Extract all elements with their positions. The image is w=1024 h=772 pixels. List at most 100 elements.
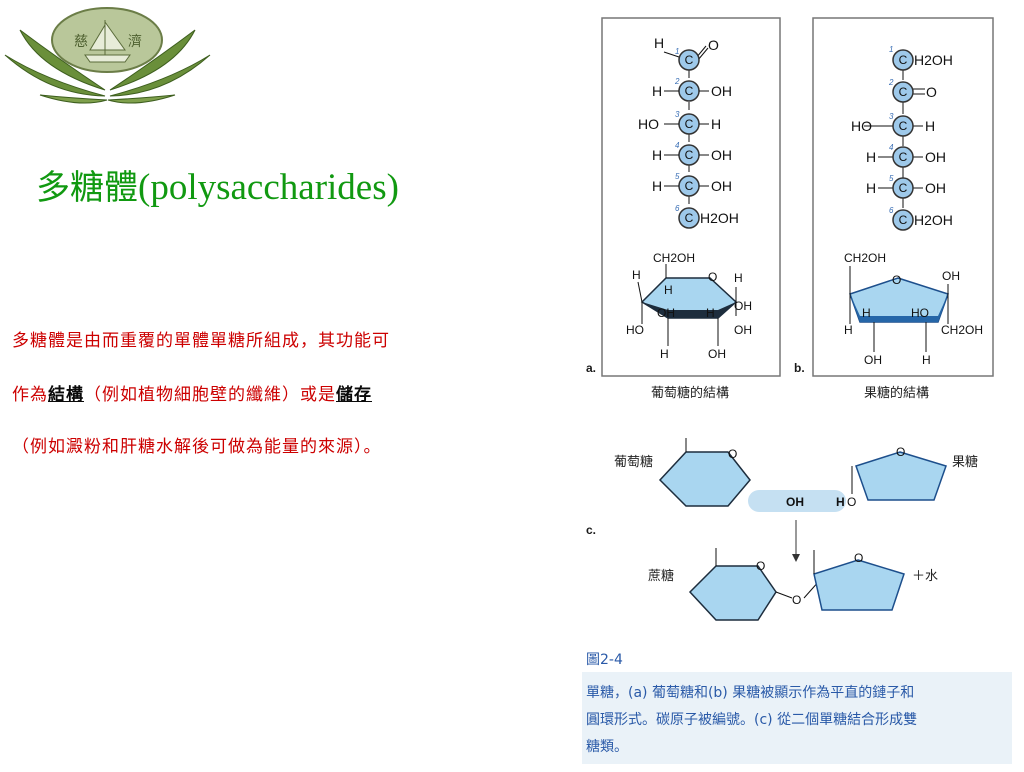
fructose-chain: C C C C C C 1 2 3 4 5 6 H2OH O HO (851, 45, 953, 231)
panel-c-label: c. (586, 523, 596, 537)
glucose-ring-ch2oh: CH2OH (653, 251, 695, 265)
bond-highlight (748, 490, 846, 512)
panel-c-h: H (836, 495, 845, 509)
glucose-ring-oh-bottom: OH (708, 347, 726, 361)
logo-char-left: 慈 (74, 34, 88, 50)
glucose-c5-left: H (652, 178, 662, 194)
glucose-n2: 2 (674, 77, 680, 86)
sucrose-ring-o-right: O (854, 551, 863, 565)
body-line-2-prefix: 作為 (12, 385, 48, 405)
fructose-c1-group: H2OH (914, 52, 953, 68)
glucose-ring-oh-in: OH (657, 306, 675, 320)
glucose-c3: C (685, 117, 694, 131)
fructose-ring-oh-bottom: OH (864, 353, 882, 367)
panel-a-caption: 葡萄糖的結構 (651, 385, 729, 401)
fructose-ring-ch2oh-right: CH2OH (941, 323, 983, 337)
caption-line-3: 糖類。 (586, 739, 628, 755)
panel-c-sucrose-label: 蔗糖 (648, 568, 674, 584)
figure-caption: 圖2-4 單糖，(a) 葡萄糖和(b) 果糖被顯示作為平直的鏈子和 圓環形式。碳… (582, 652, 1012, 764)
glucose-c5-right: OH (711, 178, 732, 194)
glucose-c6: C (685, 211, 694, 225)
fructose-c4: C (899, 150, 908, 164)
glucose-ring-h-inner: H (664, 283, 673, 297)
glucose-n6: 6 (675, 204, 680, 213)
fructose-ring-ch2oh-top: CH2OH (844, 251, 886, 265)
fructose-c5-right: OH (925, 180, 946, 196)
panel-c-fructose-label: 果糖 (952, 454, 978, 470)
glucose-c1: C (685, 53, 694, 67)
logo-char-right: 濟 (128, 34, 142, 50)
fructose-n1: 1 (889, 45, 893, 54)
fructose-c4-right: OH (925, 149, 946, 165)
glucose-c4-right: OH (711, 147, 732, 163)
fructose-c6-group: H2OH (914, 212, 953, 228)
glucose-ring: CH2OH O H H H OH H OH HO OH H OH (626, 251, 752, 361)
glucose-c3-left: HO (638, 116, 659, 132)
glucose-hexagon-top: O (658, 438, 751, 507)
logo: 慈 濟 (0, 0, 215, 108)
fructose-n3: 3 (889, 112, 894, 121)
body-line-2-mid: （例如植物細胞壁的纖維）或是 (84, 385, 336, 405)
body-line-3: （例如澱粉和肝糖水解後可做為能量的來源）。 (12, 437, 382, 457)
keyword-storage: 儲存 (336, 385, 372, 405)
sucrose-molecule: O O O ＋水 (688, 548, 938, 621)
fructose-ring-h-inner: H (862, 306, 871, 320)
keyword-structure: 結構 (48, 385, 84, 405)
glucose-ring-o: O (708, 270, 717, 284)
fructose-c5-left: H (866, 180, 876, 196)
fructose-c3-right: H (925, 118, 935, 134)
glucose-n5: 5 (675, 172, 680, 181)
glucose-top-h: H (654, 35, 664, 51)
glucose-top-o: O (708, 37, 719, 53)
glucose-c6-group: H2OH (700, 210, 739, 226)
sucrose-glycosidic-o: O (792, 593, 801, 607)
glucose-n3: 3 (675, 110, 680, 119)
glucose-c4: C (685, 148, 694, 162)
body-line-1: 多糖體是由而重覆的單體單糖所組成，其功能可 (12, 331, 390, 351)
fructose-c6: C (899, 213, 908, 227)
caption-number: 圖2-4 (586, 652, 623, 668)
panel-c: c. 葡萄糖 果糖 蔗糖 O OH H O O O (586, 438, 978, 621)
glucose-ring-oh-br: OH (734, 323, 752, 337)
fructose-c2: C (899, 85, 908, 99)
body-line-2: 作為結構（例如植物細胞壁的纖維）或是儲存 (12, 380, 372, 405)
fructose-pentagon-top: O (851, 445, 947, 501)
caption-background (582, 672, 1012, 764)
fructose-ring-ho: HO (911, 306, 929, 320)
sucrose-ring-o-left: O (756, 559, 765, 573)
ship-icon (84, 20, 131, 63)
glucose-ring-h-bottom: H (660, 347, 669, 361)
fructose-n5: 5 (889, 174, 894, 183)
fructose-c1: C (899, 53, 908, 67)
glucose-chain: H O C C C C C (638, 35, 739, 229)
glucose-ring-h-right: H (734, 271, 743, 285)
glucose-n1: 1 (675, 47, 679, 56)
panel-c-o-bond: O (847, 495, 856, 509)
reaction-arrowhead (792, 554, 800, 562)
fructose-n4: 4 (889, 143, 894, 152)
panel-b: b. 果糖的結構 C C (794, 17, 994, 401)
title-latin: (polysaccharides) (138, 167, 399, 208)
panel-c-oh: OH (786, 495, 804, 509)
caption-line-2: 圓環形式。碳原子被編號。(c) 從二個單糖結合形成雙 (586, 712, 917, 728)
fructose-n2: 2 (888, 78, 894, 87)
fructose-c4-left: H (866, 149, 876, 165)
fructose-ring-oh-top: OH (942, 269, 960, 283)
glucose-ring-ho: HO (626, 323, 644, 337)
panel-b-caption: 果糖的結構 (864, 385, 929, 401)
glucose-ring-h-top: H (632, 268, 641, 282)
panel-b-label: b. (794, 361, 805, 375)
glucose-c5: C (685, 179, 694, 193)
page-title: 多糖體(polysaccharides) (36, 160, 399, 209)
glucose-n4: 4 (675, 141, 680, 150)
panel-a-label: a. (586, 361, 596, 375)
title-cjk: 多糖體 (36, 168, 138, 208)
panel-c-glucose-label: 葡萄糖 (614, 454, 653, 470)
glucose-ring-oh-right: OH (734, 299, 752, 313)
plus-water-label: ＋水 (912, 569, 938, 584)
panel-a: a. 葡萄糖的結構 H O C (586, 17, 781, 401)
glucose-c2-left: H (652, 83, 662, 99)
fructose-ring: CH2OH O OH H H HO CH2OH OH H (844, 251, 983, 367)
fructose-n6: 6 (889, 206, 894, 215)
glucose-ring-h-in2: H (706, 306, 715, 320)
